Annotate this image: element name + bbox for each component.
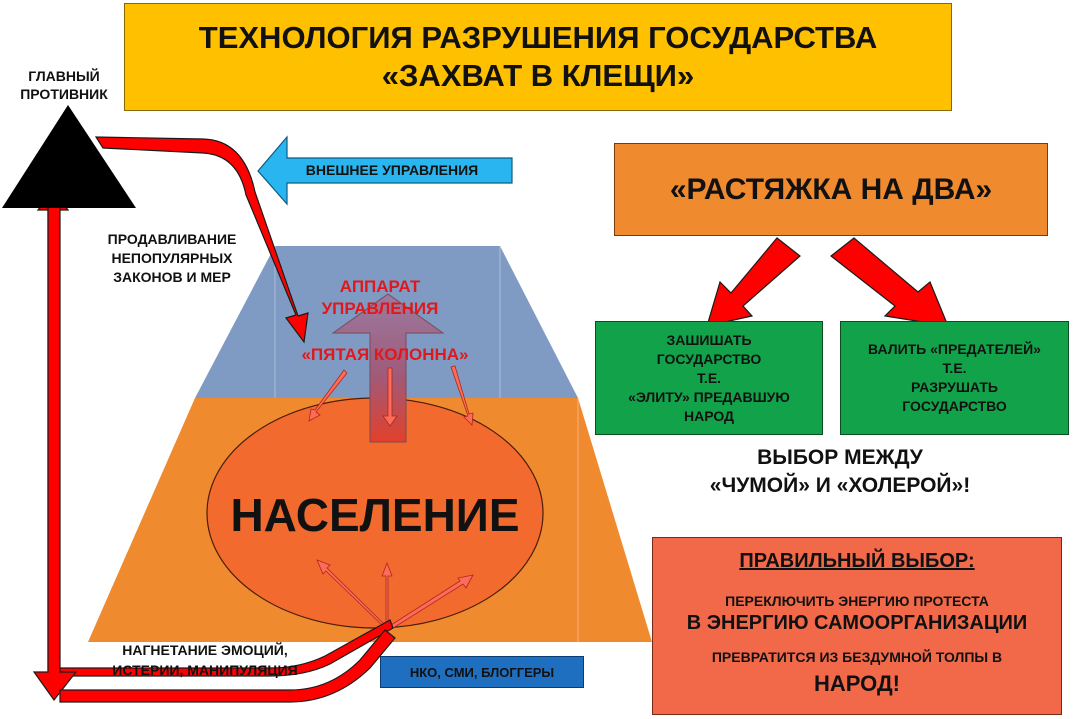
pushing-label-line-3: ЗАКОНОВ И МЕР: [113, 269, 231, 285]
option-left-line-5: НАРОД: [683, 407, 735, 424]
pincer-arrow: [94, 136, 309, 344]
choice-label-line-2: «ЧУМОЙ» И «ХОЛЕРОЙ»!: [709, 474, 971, 497]
right-choice-box: ПРАВИЛЬНЫЙ ВЫБОР: ПЕРЕКЛЮЧИТЬ ЭНЕРГИЮ ПР…: [652, 537, 1062, 715]
option-right-box: ВАЛИТЬ «ПРЕДАТЕЛЕЙ» Т.Е. РАЗРУШАТЬ ГОСУД…: [840, 321, 1069, 435]
right-choice-line-2: В ЭНЕРГИЮ САМООРГАНИЗАЦИИ: [686, 612, 1028, 634]
option-right-line-2: Т.Е.: [942, 360, 967, 376]
media-arrows: [316, 559, 474, 631]
split-label: «РАСТЯЖКА НА ДВА»: [669, 172, 993, 206]
external-control-label: ВНЕШНЕЕ УПРАВЛЕНИЯ: [305, 162, 479, 178]
right-choice-heading: ПРАВИЛЬНЫЙ ВЫБОР:: [739, 550, 975, 572]
split-box: «РАСТЯЖКА НА ДВА»: [614, 143, 1048, 236]
enemy-label: ГЛАВНЫЙ ПРОТИВНИК: [2, 67, 126, 103]
option-left-line-4: «ЭЛИТУ» ПРЕДАВШУЮ: [628, 388, 790, 405]
enemy-label-line-2: ПРОТИВНИК: [20, 86, 108, 102]
choice-label-line-1: ВЫБОР МЕЖДУ: [757, 446, 923, 469]
right-choice-line-1: ПЕРЕКЛЮЧИТЬ ЭНЕРГИЮ ПРОТЕСТА: [725, 593, 989, 609]
fifth-column-label: «ПЯТАЯ КОЛОННА»: [301, 345, 469, 364]
option-left-line-2: ГОСУДАРСТВО: [656, 350, 762, 367]
apparatus-label: АППАРАТ УПРАВЛЕНИЯ: [290, 276, 470, 320]
pushing-label-line-2: НЕПОПУЛЯРНЫХ: [111, 250, 233, 266]
option-left-box: ЗАШИШАТЬ ГОСУДАРСТВО Т.Е. «ЭЛИТУ» ПРЕДАВ…: [595, 321, 823, 435]
ngo-media-box: НКО, СМИ, БЛОГГЕРЫ: [380, 656, 584, 688]
apparatus-label-line-2: УПРАВЛЕНИЯ: [321, 299, 439, 318]
bottom-curve-arrow: [59, 629, 396, 703]
title-line-2: «ЗАХВАТ В КЛЕЩИ»: [381, 58, 695, 93]
option-right-line-4: ГОСУДАРСТВО: [902, 398, 1007, 414]
emotions-label: НАГНЕТАНИЕ ЭМОЦИЙ, ИСТЕРИИ, МАНИПУЛЯЦИЯ: [70, 640, 340, 680]
split-arrow-right: [830, 237, 949, 327]
option-left-line-1: ЗАШИШАТЬ: [666, 331, 752, 348]
right-choice-line-4: НАРОД!: [814, 671, 900, 696]
pushing-label-line-1: ПРОДАВЛИВАНИЕ: [107, 231, 237, 247]
choice-label: ВЫБОР МЕЖДУ «ЧУМОЙ» И «ХОЛЕРОЙ»!: [640, 444, 1040, 500]
enemy-label-line-1: ГЛАВНЫЙ: [28, 68, 100, 84]
left-down-arrow: [32, 203, 78, 702]
title-banner: ТЕХНОЛОГИЯ РАЗРУШЕНИЯ ГОСУДАРСТВА «ЗАХВА…: [124, 3, 952, 111]
external-control-arrow: [257, 135, 513, 206]
pushing-label: ПРОДАВЛИВАНИЕ НЕПОПУЛЯРНЫХ ЗАКОНОВ И МЕР: [82, 230, 262, 287]
option-right-line-1: ВАЛИТЬ «ПРЕДАТЕЛЕЙ»: [868, 341, 1041, 357]
emotions-label-line-2: ИСТЕРИИ, МАНИПУЛЯЦИЯ: [112, 662, 298, 678]
fifth-column-arrows: [308, 365, 474, 427]
emotions-label-line-1: НАГНЕТАНИЕ ЭМОЦИЙ,: [122, 642, 288, 658]
option-right-line-3: РАЗРУШАТЬ: [911, 379, 998, 395]
title-line-1: ТЕХНОЛОГИЯ РАЗРУШЕНИЯ ГОСУДАРСТВА: [198, 20, 878, 55]
ngo-media-label: НКО, СМИ, БЛОГГЕРЫ: [409, 664, 555, 680]
enemy-triangle: [2, 105, 136, 208]
option-left-line-3: Т.Е.: [696, 369, 722, 386]
population-label: НАСЕЛЕНИЕ: [230, 489, 520, 541]
right-choice-line-3: ПРЕВРАТИТСЯ ИЗ БЕЗДУМНОЙ ТОЛПЫ В: [711, 649, 1003, 665]
apparatus-label-line-1: АППАРАТ: [339, 277, 421, 296]
split-arrow-left: [706, 237, 801, 327]
